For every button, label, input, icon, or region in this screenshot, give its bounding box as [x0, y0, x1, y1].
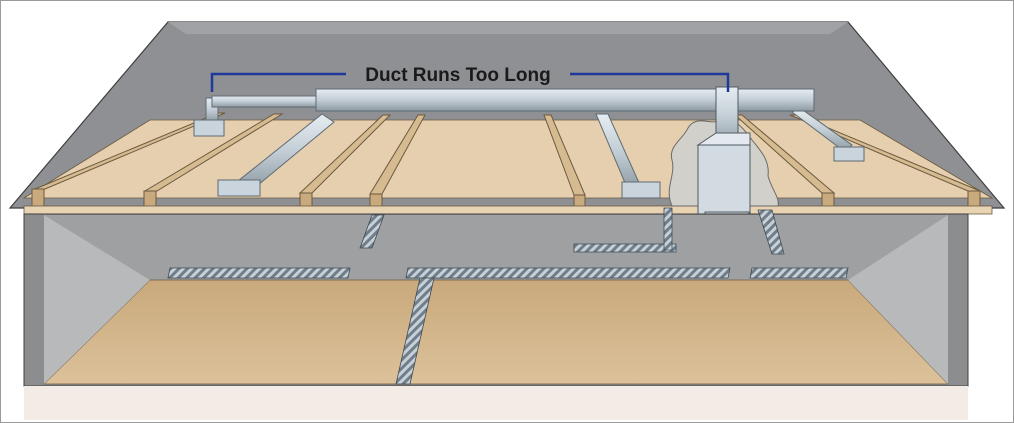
register-icon: [834, 147, 864, 161]
callout-label: Duct Runs Too Long: [365, 65, 550, 86]
house-interior: [24, 214, 968, 386]
register-icon: [622, 182, 660, 198]
top-plate: [24, 206, 992, 214]
foundation: [24, 386, 968, 420]
register-icon: [218, 180, 260, 196]
register-icon: [194, 120, 224, 136]
